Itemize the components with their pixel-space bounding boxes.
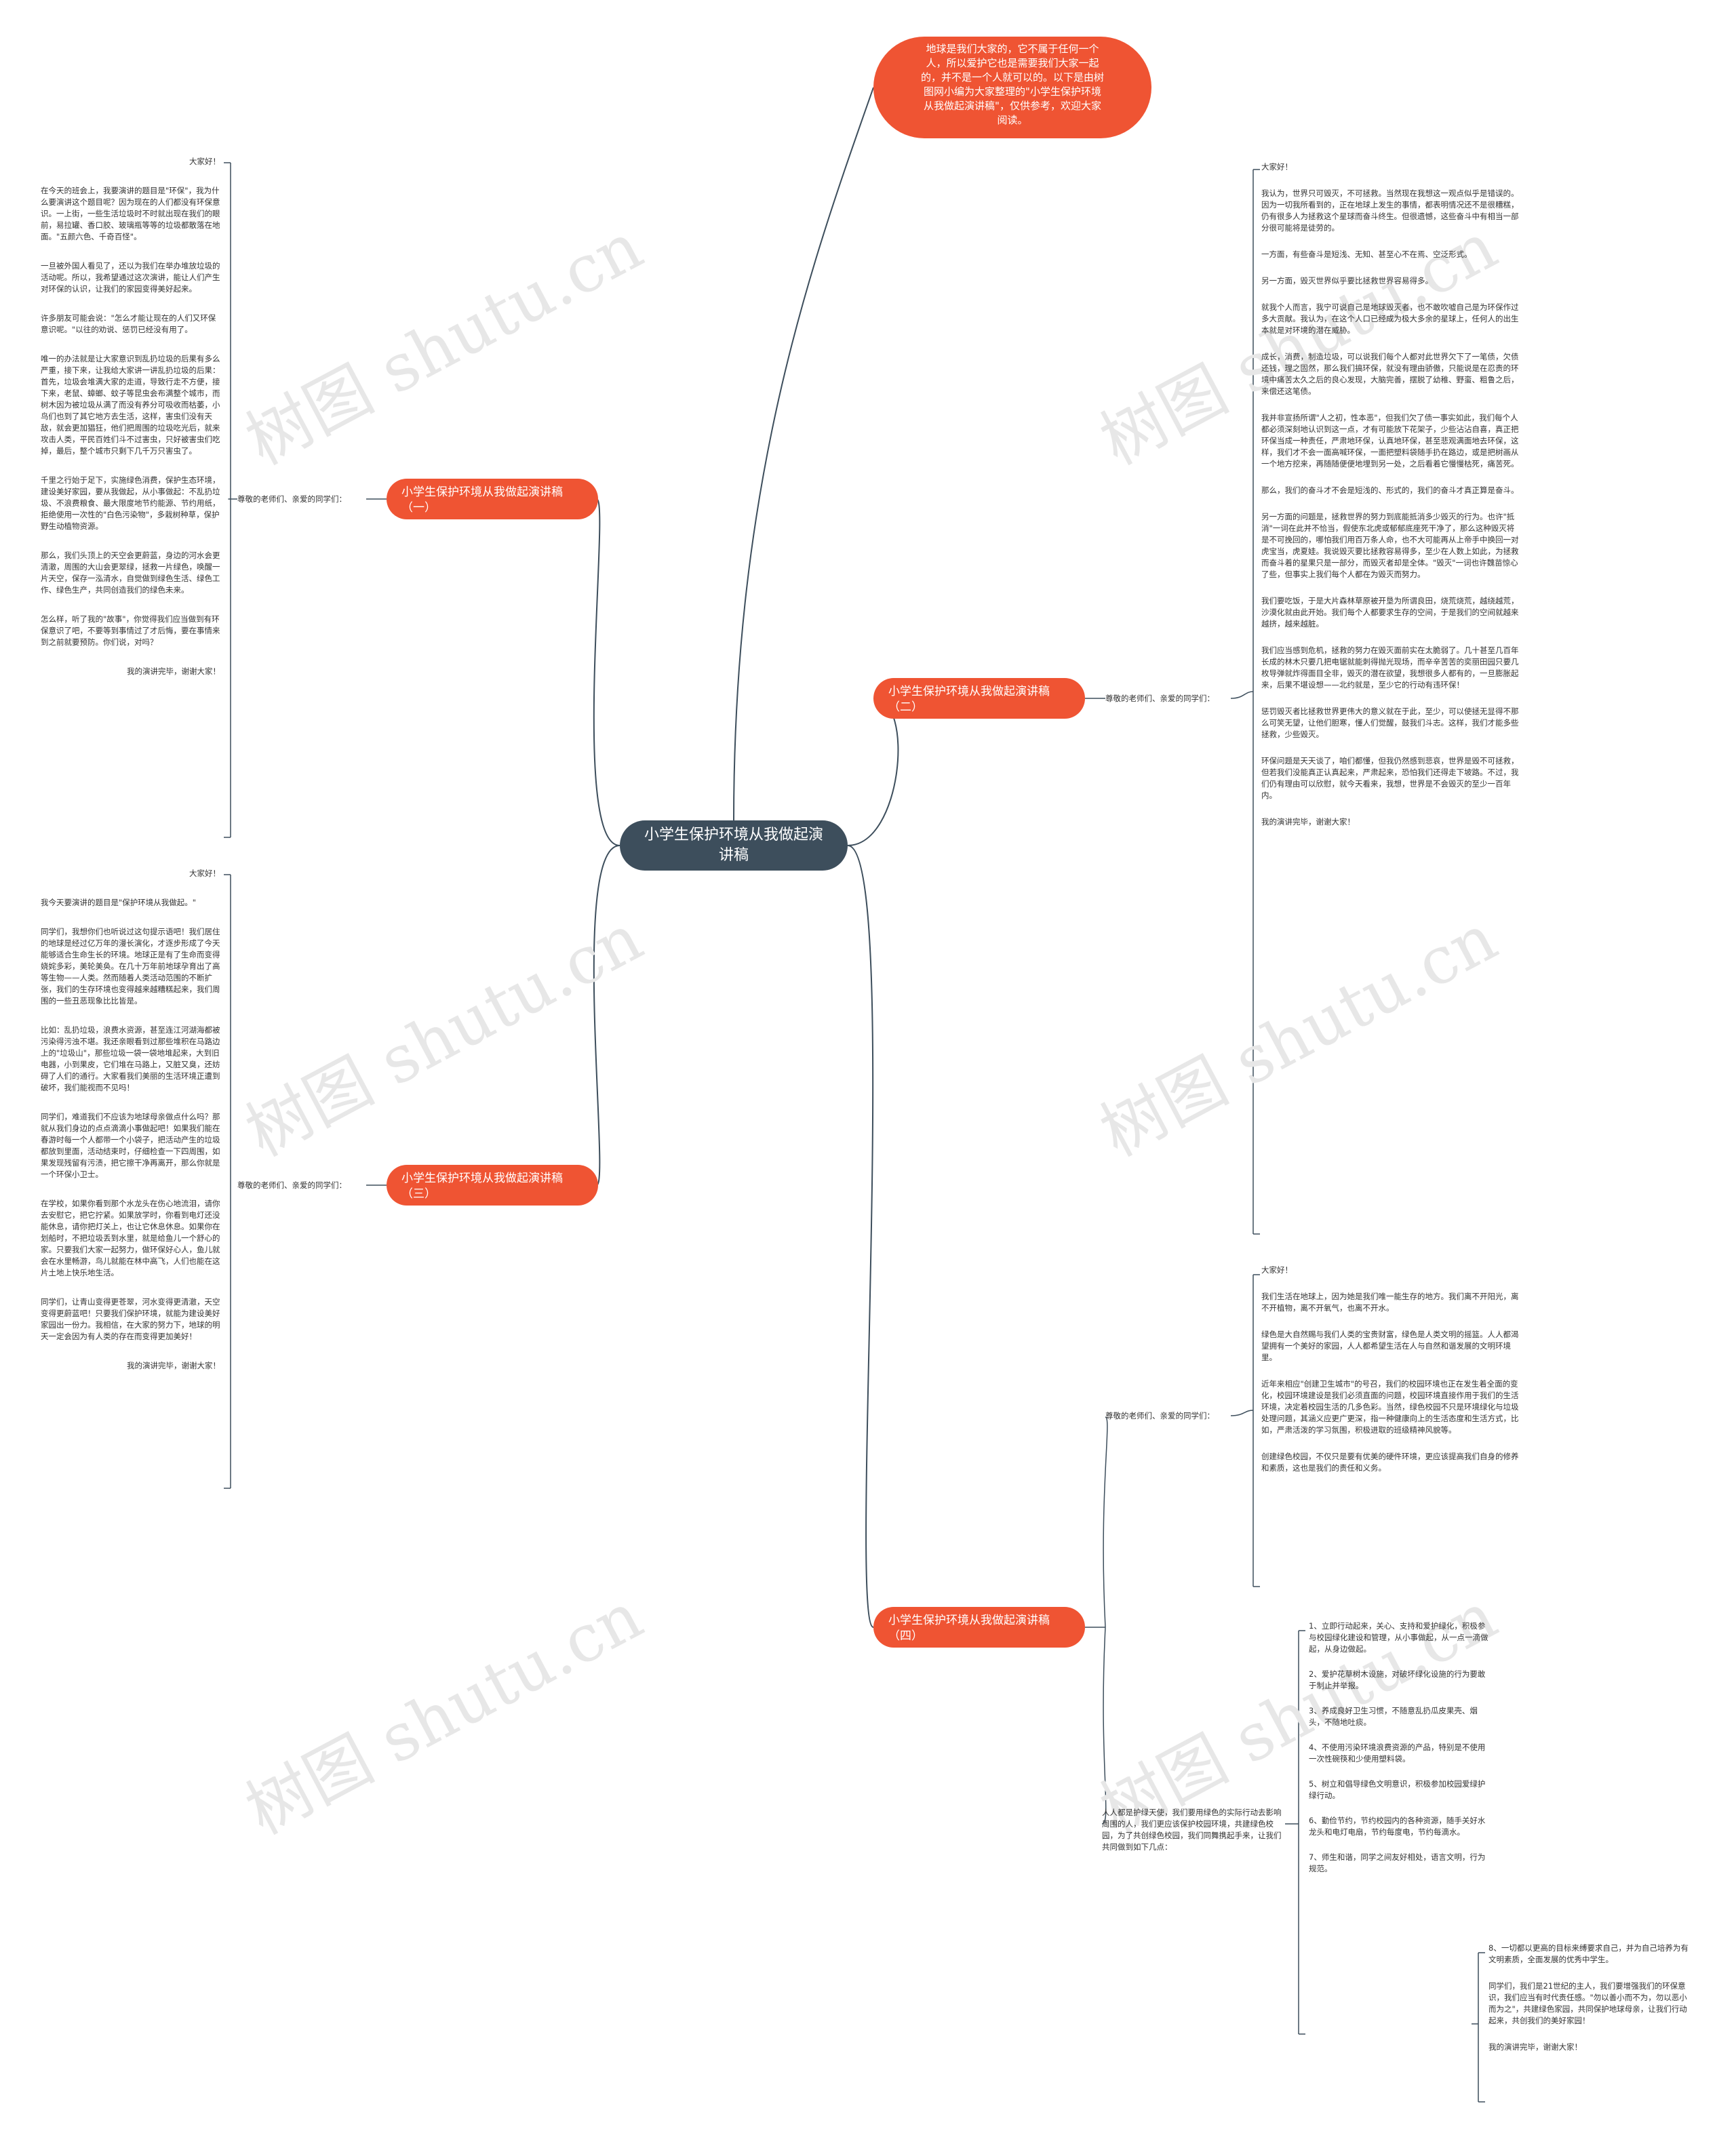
center-topic[interactable]: 小学生保护环境从我做起演讲稿 (620, 820, 848, 871)
text-item: 1、立即行动起来，关心、支持和爱护绿化，积极参与校园绿化建设和管理，从小事做起，… (1309, 1621, 1488, 1654)
text-item: 就我个人而言，我宁可说自己是地球毁灭者，也不敢吹嘘自己是为环保作过多大贡献。我认… (1261, 302, 1519, 335)
branch-3-greeting: 尊敬的老师们、亲爱的同学们： (237, 1180, 347, 1190)
text-item: 另一方面，毁灭世界似乎要比拯救世界容易得多。 (1261, 276, 1433, 285)
branch-2-greeting: 尊敬的老师们、亲爱的同学们： (1105, 694, 1215, 703)
branch-1-items: 大家好！ 在今天的班会上，我要演讲的题目是"环保"，我为什么要演讲这个题目呢？因为… (41, 156, 220, 695)
text-item: 我的演讲完毕，谢谢大家！ (127, 666, 220, 676)
text-item: 创建绿色校园，不仅只是要有优美的硬件环境，更应该提高我们自身的修养和素质，这也是… (1261, 1452, 1519, 1473)
text-item: 同学们，难道我们不应该为地球母亲做点什么吗？那就从我们身边的点点滴滴小事做起吧！… (41, 1112, 220, 1179)
text-item: 我今天要演讲的题目是"保护环境从我做起。" (41, 898, 197, 907)
text-item: 3、养成良好卫生习惯，不随意乱扔瓜皮果壳、烟头，不随地吐痰。 (1309, 1706, 1478, 1727)
text-item: 成长，消费，制造垃圾，可以说我们每个人都对此世界欠下了一笔债，欠债还钱，理之固然… (1261, 352, 1519, 396)
text-item: 一方面，有些奋斗是短浅、无知、甚至心不在焉、空泛形式。 (1261, 250, 1472, 259)
branch-3-title[interactable]: 小学生保护环境从我做起演讲稿（三） (387, 1165, 598, 1206)
text-item: 那么，我们头顶上的天空会更蔚蓝，身边的河水会更清澈，周围的大山会更翠绿，拯救一片… (41, 551, 220, 595)
branch-4-action-intro: 人人都是护绿天使，我们要用绿色的实际行动去影响周围的人，我们更应该保护校园环境，… (1102, 1808, 1282, 1852)
text-item: 6、勤俭节约，节约校园内的各种资源，随手关好水龙头和电灯电扇，节约每度电，节约每… (1309, 1816, 1486, 1837)
text-item: 惩罚毁灭者比拯救世界更伟大的意义就在于此，至少，可以使拯无显得不那么可笑无望，让… (1261, 706, 1519, 739)
branch-1-greeting: 尊敬的老师们、亲爱的同学们： (237, 494, 347, 504)
text-item: 那么，我们的奋斗才不会是短浅的、形式的，我们的奋斗才真正算是奋斗。 (1261, 485, 1519, 495)
branch-4-items: 大家好！ 我们生活在地球上，因为她是我们唯一能生存的地方。我们离不开阳光，离不开植… (1261, 1265, 1519, 1489)
text-item: 我认为，世界只可毁灭，不可拯救。当然现在我想这一观点似乎是错误的。因为一切我所看… (1261, 188, 1519, 233)
text-item: 近年来相应"创建卫生城市"的号召，我们的校园环境也正在发生着全面的变化，校园环境… (1261, 1379, 1519, 1435)
branch-4-title[interactable]: 小学生保护环境从我做起演讲稿（四） (873, 1607, 1085, 1648)
text-item: 大家好！ (1261, 162, 1293, 172)
text-item: 唯一的办法就是让大家意识到乱扔垃圾的后果有多么严重，接下来，让我给大家讲一讲乱扔… (41, 354, 220, 456)
text-item: 绿色是大自然赐与我们人类的宝贵财富，绿色是人类文明的摇篮。人人都渴望拥有一个美好… (1261, 1330, 1519, 1362)
text-item: 我的演讲完毕，谢谢大家！ (1261, 817, 1355, 827)
text-item: 另一方面的问题是，拯救世界的努力到底能抵消多少毁灭的行为。也许"抵消"一词在此并… (1261, 512, 1519, 579)
text-item: 8、一切都以更高的目标来缚要求自己，并为自己培养为有文明素质，全面发展的优秀中学… (1488, 1943, 1689, 1964)
branch-2-items: 大家好！ 我认为，世界只可毁灭，不可拯救。当然现在我想这一观点似乎是错误的。因为一… (1261, 161, 1519, 843)
text-item: 比如：乱扔垃圾，浪费水资源，甚至连江河湖海都被污染得污浊不堪。我还亲眼看到过那些… (41, 1025, 220, 1092)
text-item: 大家好！ (1261, 1265, 1293, 1275)
text-item: 我们应当感到危机，拯救的努力在毁灭面前实在太脆弱了。几十甚至几百年长成的林木只要… (1261, 645, 1519, 690)
text-item: 在今天的班会上，我要演讲的题目是"环保"，我为什么要演讲这个题目呢？因为现在的人… (41, 186, 220, 241)
text-item: 同学们，我们是21世纪的主人，我们要增强我们的环保意识，我们应当有时代责任感。"… (1488, 1981, 1687, 2025)
text-item: 我们要吃饭，于是大片森林草原被开垦为所谓良田，烧荒烧荒，越绕越荒，沙漠化就由此开… (1261, 596, 1519, 629)
text-item: 4、不使用污染环境浪费资源的产品，特别是不使用一次性碗筷和少使用塑料袋。 (1309, 1743, 1486, 1764)
text-item: 5、树立和倡导绿色文明意识，积极参加校园爱绿护绿行动。 (1309, 1779, 1486, 1800)
text-item: 我们生活在地球上，因为她是我们唯一能生存的地方。我们离不开阳光，离不开植物，离不… (1261, 1292, 1519, 1313)
text-item: 怎么样，听了我的"故事"，你觉得我们应当做到有环保意识了吧，不要等到事情过了才后… (41, 614, 220, 647)
text-item: 在学校，如果你看到那个水龙头在伤心地流泪，请你去安慰它，把它拧紧。如果放学时，你… (41, 1199, 220, 1277)
text-item: 大家好！ (189, 157, 220, 166)
text-item: 千里之行始于足下，实施绿色消费，保护生态环境，建设美好家园，要从我做起，从小事做… (41, 475, 220, 531)
text-item: 7、师生和谐，同学之间友好相处，语言文明，行为规范。 (1309, 1852, 1486, 1873)
branch-4-actions: 1、立即行动起来，关心、支持和爱护绿化，积极参与校园绿化建设和管理，从小事做起，… (1309, 1620, 1492, 1888)
text-item: 同学们，我想你们也听说过这句提示语吧！我们居住的地球是经过亿万年的漫长演化，才逐… (41, 927, 220, 1006)
text-item: 一旦被外国人看见了，还以为我们在举办堆放垃圾的活动呢。所以，我希望通过这次演讲，… (41, 261, 220, 294)
text-item: 大家好！ (189, 869, 220, 878)
branch-3-items: 大家好！ 我今天要演讲的题目是"保护环境从我做起。" 同学们，我想你们也听说过这句提… (41, 868, 220, 1389)
text-item: 环保问题是天天谈了，咱们都懂，但我仍然感到悲哀，世界是毁不可拯救，但若我们没能真… (1261, 756, 1519, 800)
text-item: 同学们，让青山变得更苍翠，河水变得更清澈，天空变得更蔚蓝吧！只要我们保护环境，就… (41, 1297, 220, 1341)
text-item: 我的演讲完毕，谢谢大家！ (127, 1361, 220, 1370)
branch-2-title[interactable]: 小学生保护环境从我做起演讲稿（二） (873, 678, 1085, 719)
branch-4-closing: 8、一切都以更高的目标来缚要求自己，并为自己培养为有文明素质，全面发展的优秀中学… (1488, 1943, 1692, 2068)
text-item: 我的演讲完毕，谢谢大家！ (1488, 2042, 1582, 2052)
branch-4-greeting: 尊敬的老师们、亲爱的同学们： (1105, 1411, 1215, 1420)
intro-node[interactable]: 地球是我们大家的，它不属于任何一个人，所以爱护它也是需要我们大家一起的，并不是一… (873, 37, 1151, 138)
branch-1-title[interactable]: 小学生保护环境从我做起演讲稿（一） (387, 479, 598, 519)
text-item: 2、爱护花草树木设施，对破坏绿化设施的行为要敢于制止并举报。 (1309, 1669, 1486, 1690)
text-item: 许多朋友可能会说："怎么才能让现在的人们又环保意识呢。"以往的劝说、惩罚已经没有… (41, 313, 216, 334)
text-item: 我并非宣扬所谓"人之初，性本恶"，但我们欠了债一事实如此，我们每个人都必须深刻地… (1261, 413, 1519, 469)
